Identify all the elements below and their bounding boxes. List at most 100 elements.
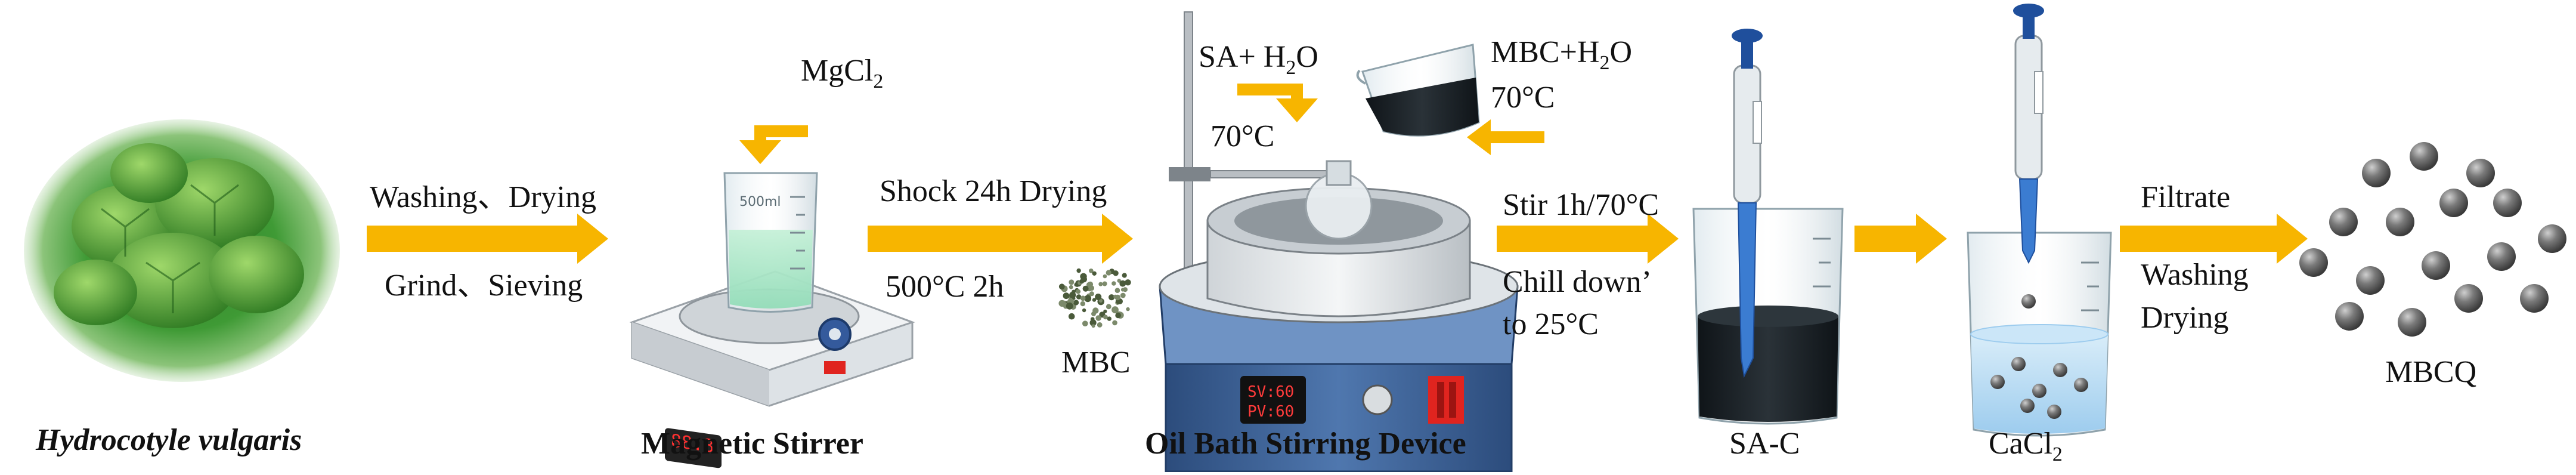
arrow-wash-dry bbox=[367, 214, 608, 264]
arrow-stir bbox=[1497, 214, 1679, 264]
bead bbox=[2021, 294, 2036, 309]
mgcl2-label: MgCl2 bbox=[801, 54, 884, 92]
svg-text:PV:60: PV:60 bbox=[1247, 403, 1294, 421]
mbc-dot bbox=[1103, 309, 1107, 313]
mbc-dot bbox=[1089, 319, 1097, 326]
mbc-dot bbox=[1091, 324, 1095, 328]
svg-text:SV:60: SV:60 bbox=[1247, 383, 1294, 401]
stir-label: Stir 1h/70°C bbox=[1503, 188, 1659, 222]
mbc-powder bbox=[1058, 268, 1131, 328]
shock-dry-label: Shock 24h Drying bbox=[880, 174, 1107, 208]
mbcq-sphere bbox=[2422, 251, 2450, 280]
cacl2-label: CaCl2 bbox=[1989, 427, 2063, 465]
mbc-dot bbox=[1111, 281, 1116, 286]
plant-image bbox=[24, 119, 340, 382]
mbc-dot bbox=[1126, 307, 1130, 311]
mbc-dot bbox=[1073, 300, 1079, 306]
mbcq-sphere bbox=[2410, 142, 2438, 171]
mbcq-sphere bbox=[2538, 224, 2566, 253]
mbc-dot bbox=[1102, 281, 1107, 286]
mbcq-sphere bbox=[2493, 189, 2522, 217]
mbc-small-label: MBC bbox=[1061, 346, 1131, 380]
bead bbox=[2074, 378, 2088, 392]
cacl2-beaker bbox=[1967, 232, 2112, 437]
mbc-dot bbox=[1123, 287, 1128, 292]
sa-h2o-label: SA+ H2O bbox=[1199, 40, 1318, 79]
mbc-dot bbox=[1097, 322, 1103, 328]
mbc-dot bbox=[1086, 282, 1092, 288]
mbc-dot bbox=[1114, 288, 1120, 294]
mbc-dot bbox=[1122, 273, 1127, 278]
arrow-to-cacl2 bbox=[1854, 214, 1947, 264]
stirrer-label: Magnetic Stirrer bbox=[641, 427, 863, 461]
mbc-dot bbox=[1092, 271, 1097, 276]
beads-in-cacl2 bbox=[1990, 294, 2088, 419]
mbc-dot bbox=[1113, 270, 1119, 276]
mbc-dot bbox=[1069, 291, 1076, 299]
mbc-dot bbox=[1113, 294, 1117, 299]
bead bbox=[2053, 363, 2067, 377]
mbcq-spheres bbox=[2299, 142, 2566, 337]
pouring-beaker bbox=[1356, 44, 1480, 137]
mbc-dot bbox=[1068, 313, 1075, 320]
mbc-dot bbox=[1069, 285, 1073, 289]
mbc-dot bbox=[1069, 279, 1075, 285]
mbc-dot bbox=[1119, 280, 1126, 287]
mbc-dot bbox=[1076, 294, 1082, 300]
pipette-1 bbox=[1732, 29, 1763, 378]
mbc-dot bbox=[1074, 282, 1078, 287]
mbc-dot bbox=[1066, 302, 1073, 310]
mbcq-sphere bbox=[2454, 284, 2483, 313]
temp-70a-label: 70°C bbox=[1210, 119, 1275, 153]
sa-c-beaker bbox=[1692, 208, 1844, 425]
bead bbox=[2047, 405, 2061, 419]
bead bbox=[2020, 399, 2035, 413]
bead bbox=[2032, 384, 2046, 398]
mbc-dot bbox=[1089, 269, 1094, 273]
mbcq-sphere bbox=[2299, 248, 2328, 277]
temp-70b-label: 70°C bbox=[1491, 81, 1555, 115]
svg-text:500ml: 500ml bbox=[739, 195, 781, 209]
bead bbox=[2011, 357, 2026, 371]
mbc-dot bbox=[1061, 301, 1067, 307]
green-beaker: 500ml bbox=[723, 172, 818, 313]
mbc-dot bbox=[1080, 301, 1086, 307]
mbc-dot bbox=[1109, 294, 1115, 301]
grind-sieve-label: Grind、Sieving bbox=[385, 269, 583, 303]
bead bbox=[1990, 375, 2005, 389]
mbcq-sphere bbox=[2439, 189, 2468, 217]
wash-dry-label: Washing、Drying bbox=[370, 180, 596, 214]
filtrate-label: Filtrate bbox=[2141, 180, 2231, 214]
mbcq-sphere bbox=[2398, 308, 2426, 337]
arrow-shock-dry bbox=[868, 214, 1133, 264]
oil-bath-label: Oil Bath Stirring Device bbox=[1145, 427, 1466, 461]
mbc-dot bbox=[1079, 279, 1085, 284]
mbc-dot bbox=[1080, 295, 1086, 301]
mbc-dot bbox=[1082, 308, 1086, 313]
mbc-dot bbox=[1076, 268, 1081, 273]
temp-500-label: 500°C 2h bbox=[886, 270, 1004, 304]
mbcq-label: MBCQ bbox=[2385, 355, 2477, 389]
chill-label: Chill down’ bbox=[1503, 265, 1652, 299]
mbcq-sphere bbox=[2520, 284, 2549, 313]
mbc-dot bbox=[1063, 292, 1070, 300]
mbc-dot bbox=[1125, 279, 1131, 286]
arrow-mgcl2 bbox=[739, 125, 808, 164]
arrow-sa-h2o bbox=[1237, 84, 1318, 122]
oil-bath-device: SV:60 PV:60 bbox=[1159, 11, 1519, 473]
mbc-dot bbox=[1058, 283, 1065, 290]
mbcq-sphere bbox=[2386, 208, 2414, 236]
mbc-dot bbox=[1076, 289, 1081, 294]
mbcq-sphere bbox=[2356, 266, 2385, 295]
mbcq-sphere bbox=[2466, 159, 2495, 187]
arrow-filtrate bbox=[2120, 214, 2308, 264]
mbc-h2o-label: MBC+H2O bbox=[1491, 35, 1633, 74]
mbc-dot bbox=[1115, 312, 1121, 319]
mbcq-sphere bbox=[2487, 242, 2516, 271]
mbc-dot bbox=[1095, 315, 1101, 321]
plant-label: Hydrocotyle vulgaris bbox=[36, 423, 302, 457]
mbcq-sphere bbox=[2329, 208, 2358, 236]
mbc-dot bbox=[1095, 294, 1102, 300]
